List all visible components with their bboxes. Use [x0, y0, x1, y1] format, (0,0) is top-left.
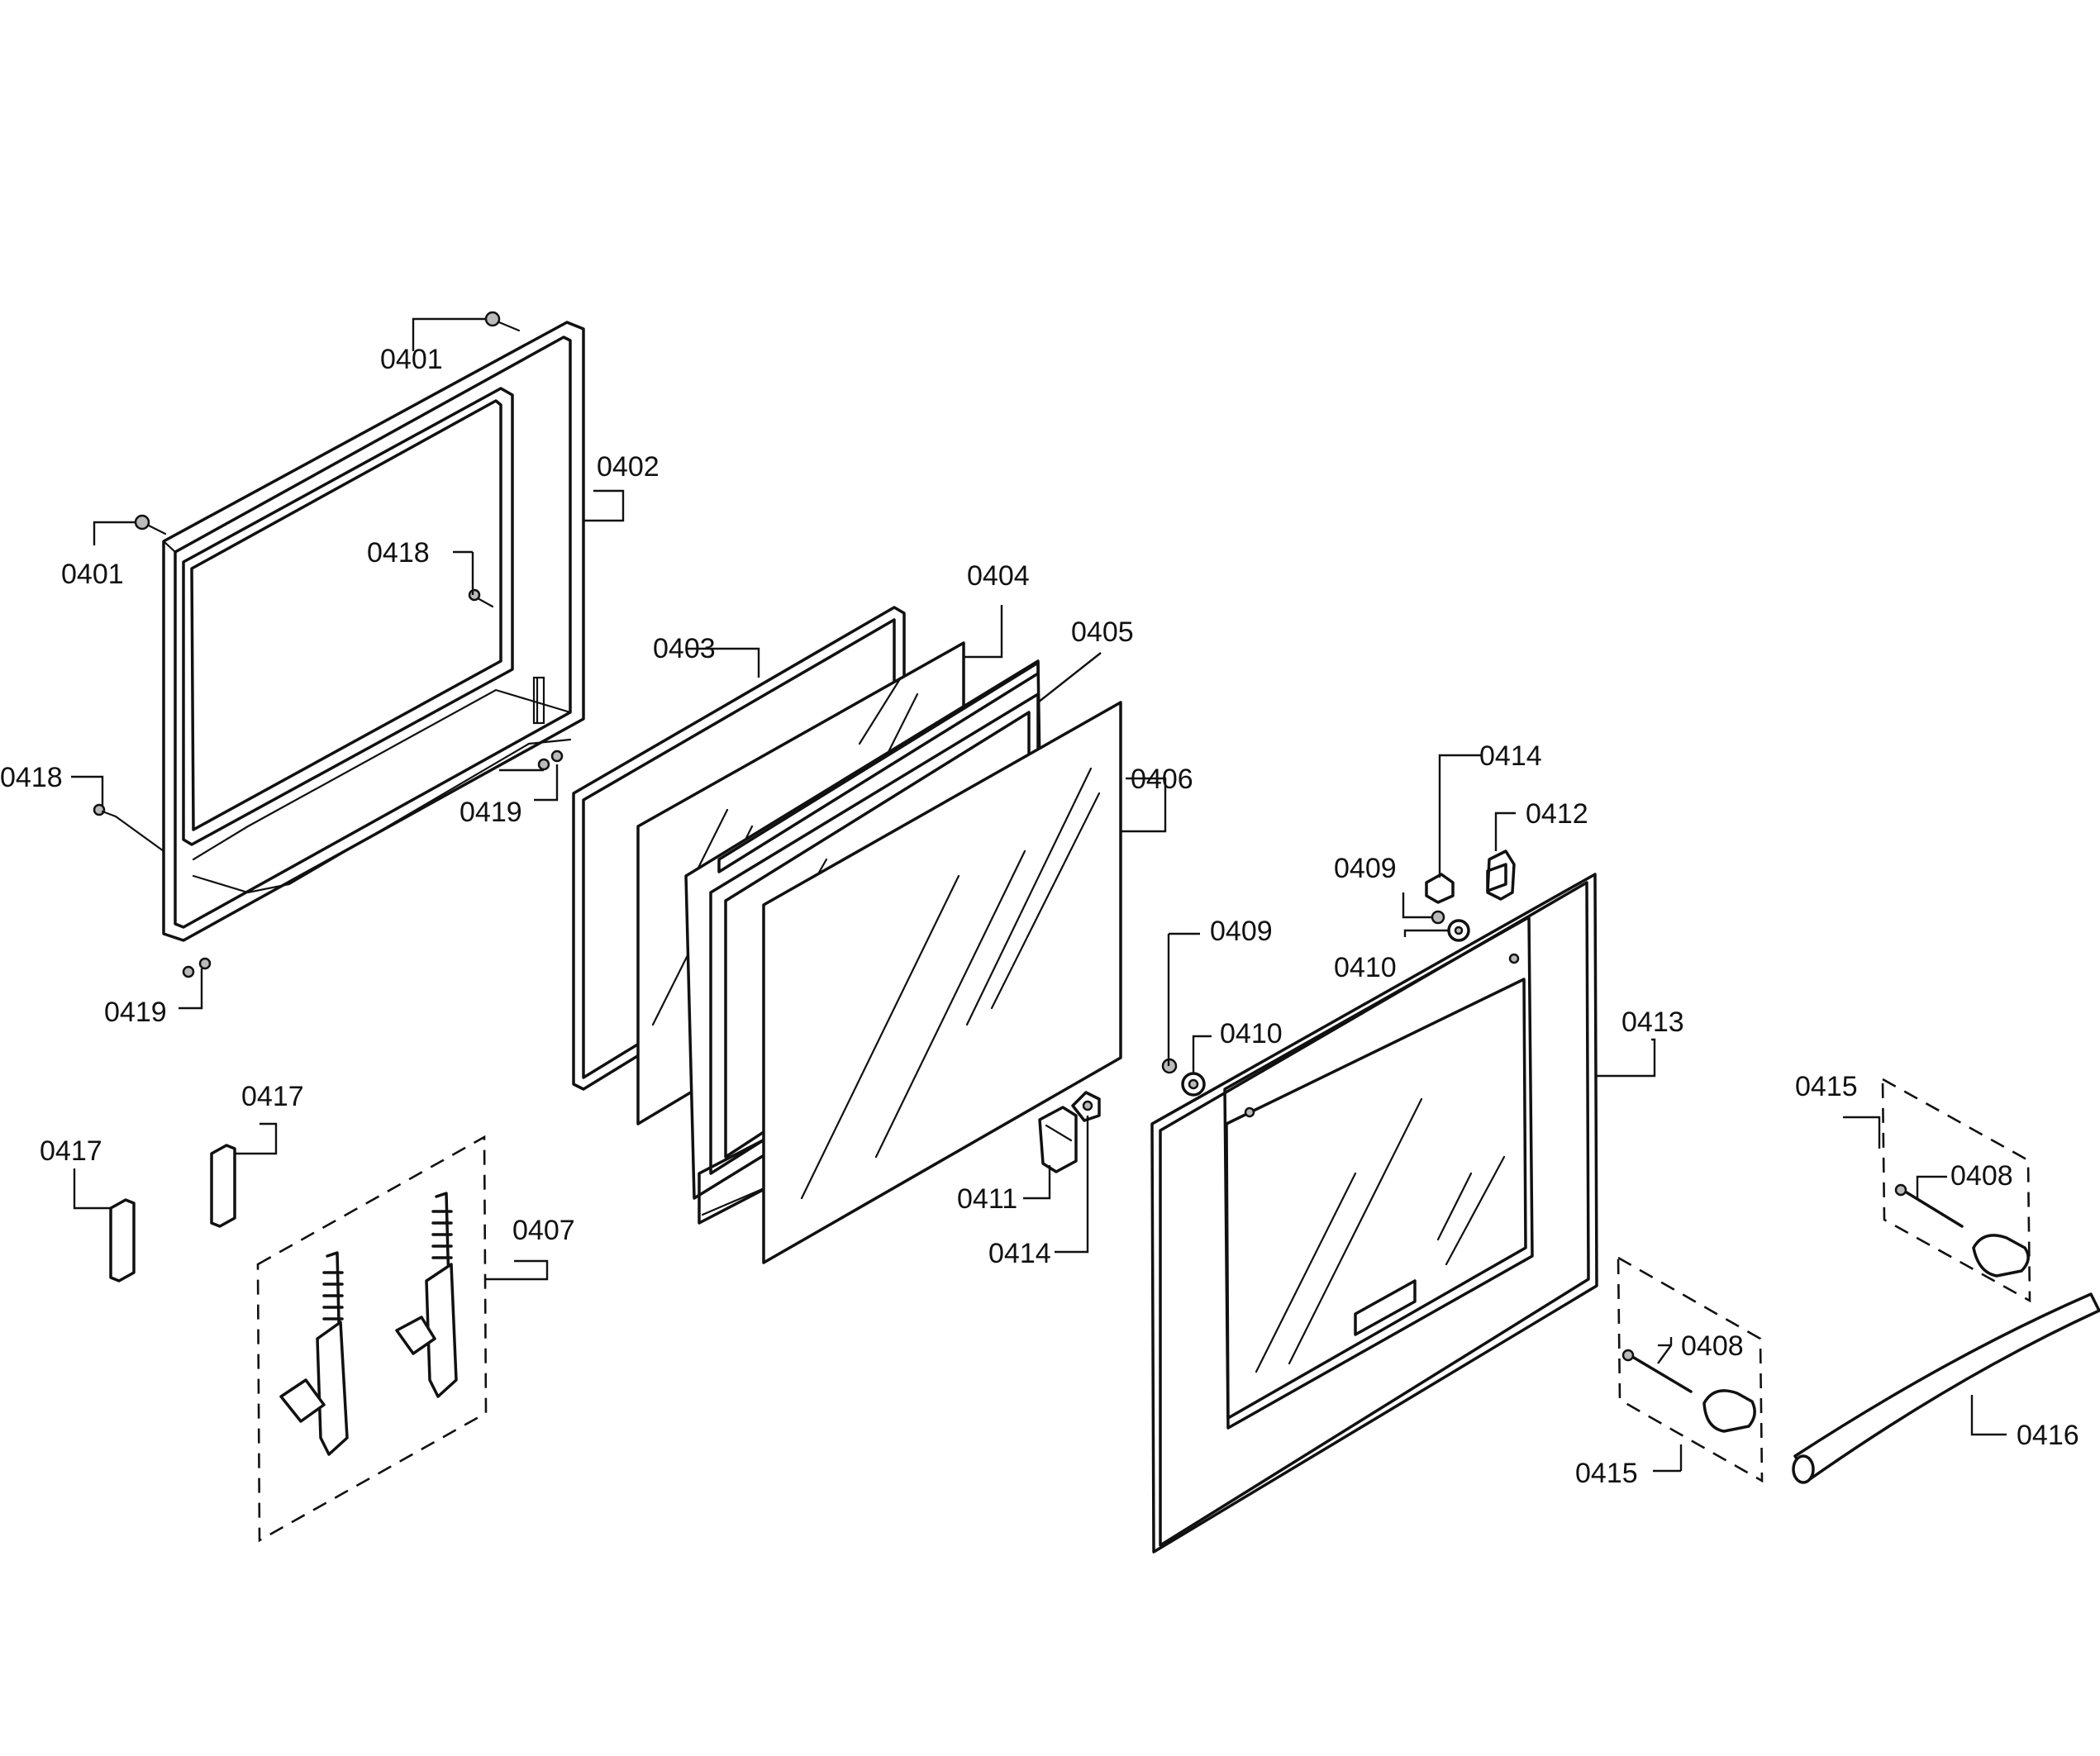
screw-0419-right [537, 750, 564, 771]
label-0416: 0416 [2017, 1420, 2079, 1451]
label-0417-left: 0417 [40, 1135, 102, 1167]
endcap-kit-upper-dashed-box [1881, 1077, 2031, 1303]
label-0409-lower: 0409 [1210, 916, 1273, 947]
label-0408-lower: 0408 [1681, 1330, 1744, 1362]
label-0414-upper: 0414 [1479, 740, 1542, 772]
spacer-0409-upper [1431, 910, 1445, 925]
label-0417-right: 0417 [241, 1081, 304, 1112]
endcap-0415-upper [1972, 1234, 2030, 1278]
clip-0414-lower [1071, 1091, 1101, 1122]
label-0415-upper: 0415 [1795, 1071, 1858, 1102]
washer-0410-upper [1447, 919, 1470, 942]
washer-0410-lower [1181, 1072, 1206, 1097]
outer-glass-pane [762, 701, 1122, 1264]
label-0412: 0412 [1526, 798, 1588, 830]
screw-0408-lower [1621, 1349, 1693, 1393]
label-0409-upper: 0409 [1334, 853, 1397, 884]
label-0404: 0404 [967, 560, 1030, 592]
label-0410-lower: 0410 [1220, 1018, 1283, 1049]
door-handle-bar [1792, 1292, 2100, 1484]
label-0401-top: 0401 [380, 344, 443, 375]
label-0414-lower: 0414 [988, 1238, 1051, 1269]
label-0406: 0406 [1131, 764, 1193, 795]
label-0403: 0403 [653, 633, 716, 664]
label-0413: 0413 [1621, 1006, 1684, 1038]
label-0405: 0405 [1071, 616, 1134, 648]
label-0401-left: 0401 [61, 559, 124, 590]
label-0419-right: 0419 [460, 797, 522, 828]
screw-0418-left [93, 803, 165, 853]
endcap-kit-lower-dashed-box [1617, 1255, 1764, 1483]
label-0418-inner: 0418 [367, 537, 430, 569]
label-0411: 0411 [957, 1183, 1017, 1215]
screw-0419-bottom [182, 957, 212, 978]
leader-lines [71, 317, 2007, 1473]
label-0410-upper: 0410 [1334, 952, 1397, 983]
clip-0414-upper [1425, 873, 1455, 904]
label-0415-lower: 0415 [1575, 1458, 1638, 1489]
label-0418-left: 0418 [0, 762, 63, 793]
handle-bracket-0412 [1486, 849, 1516, 901]
hinge-cover-0417-left [109, 1198, 136, 1282]
screw-0401-top [484, 311, 521, 332]
label-0419-bottom: 0419 [104, 997, 167, 1028]
hinge-cover-0417-right [210, 1144, 236, 1228]
label-0408-upper: 0408 [1950, 1160, 2013, 1192]
label-0407: 0407 [512, 1215, 575, 1246]
outer-door-panel [1150, 873, 1598, 1554]
hinge-left [279, 1251, 349, 1456]
screw-0401-left [134, 514, 167, 535]
inner-door-frame [162, 321, 585, 942]
screw-0408-upper [1894, 1183, 1964, 1228]
endcap-0415-lower [1702, 1389, 1756, 1433]
label-0402: 0402 [597, 451, 660, 483]
hinge-bracket-0411 [1038, 1106, 1078, 1173]
hinge-right [395, 1192, 458, 1398]
